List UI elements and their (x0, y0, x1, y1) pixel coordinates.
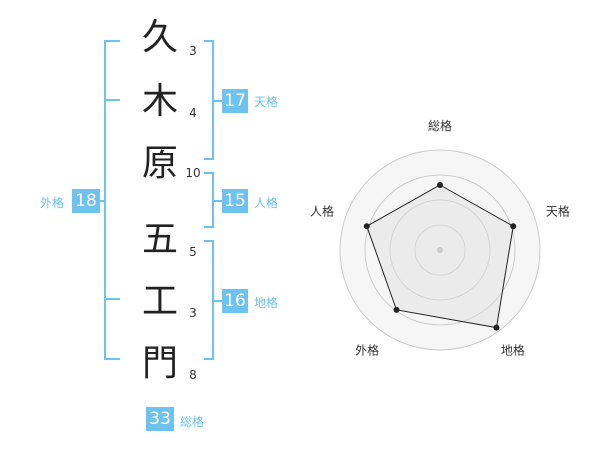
radar-ring-4 (339, 149, 541, 351)
radar-point-1 (437, 182, 443, 188)
given-char-2: 工 (141, 281, 178, 322)
soukaku-label: 総格 (180, 415, 205, 429)
jinkaku-label: 人格 (254, 196, 279, 210)
surname-strokes-3: 10 (185, 166, 201, 180)
radar-center-dot (437, 247, 443, 253)
radar-axis-label-3: 地格 (501, 342, 525, 357)
radar-series-polygon (366, 184, 514, 329)
radar-axis-label-4: 外格 (355, 342, 379, 357)
radar-axis-label-1: 総格 (428, 118, 452, 133)
given-strokes-1: 5 (189, 245, 197, 259)
radar-point-4 (393, 306, 400, 313)
given-char-3: 門 (141, 343, 178, 384)
chikaku-value-badge: 16 (222, 289, 248, 313)
gaikaku-label: 外格 (40, 196, 65, 210)
given-strokes-3: 8 (189, 368, 197, 382)
jinkaku-value-badge: 15 (222, 189, 248, 213)
radar-ring-2 (389, 199, 491, 301)
tenkaku-value-badge: 17 (222, 89, 248, 113)
surname-char-1: 久 (141, 17, 178, 58)
radar-point-3 (493, 324, 500, 331)
gaikaku-value-badge: 18 (72, 189, 100, 213)
radar-point-5 (363, 223, 370, 230)
surname-strokes-1: 3 (189, 44, 197, 58)
tenkaku-label: 天格 (254, 95, 279, 109)
given-char-1: 五 (141, 219, 178, 260)
radar-ring-1 (414, 224, 466, 276)
soukaku-value-badge: 33 (146, 407, 174, 431)
given-strokes-2: 3 (189, 306, 197, 320)
radar-axis-label-5: 人格 (310, 204, 334, 219)
radar-axis-label-2: 天格 (546, 204, 570, 219)
surname-char-3: 原 (141, 143, 178, 184)
surname-char-2: 木 (141, 81, 178, 122)
surname-strokes-2: 4 (189, 106, 197, 120)
chikaku-label: 地格 (254, 296, 279, 310)
radar-ring-3 (364, 174, 516, 326)
radar-point-2 (510, 223, 517, 230)
